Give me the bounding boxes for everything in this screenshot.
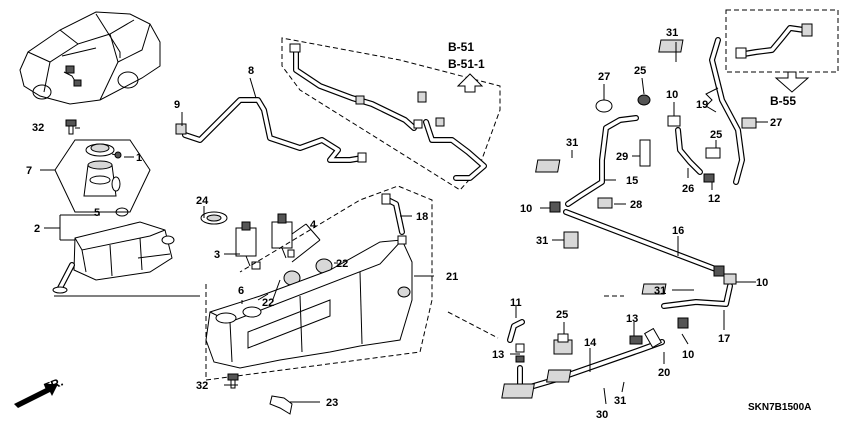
grommet-25 bbox=[553, 333, 573, 355]
part-number-label: 20 bbox=[658, 367, 670, 379]
part-number-label: 25 bbox=[556, 309, 568, 321]
reservoir-cap-assembly bbox=[54, 139, 151, 217]
part-number-label: 30 bbox=[596, 409, 608, 421]
part-number-label: 23 bbox=[326, 397, 338, 409]
part-number-label: 24 bbox=[196, 195, 209, 207]
washer-hose-b51 bbox=[289, 43, 487, 181]
front-direction-label: FR. bbox=[42, 375, 65, 395]
part-number-label: 25 bbox=[634, 65, 646, 77]
part-number-label: 17 bbox=[718, 333, 730, 345]
hose-b55 bbox=[735, 23, 813, 59]
part-number-label: 2 bbox=[34, 223, 40, 235]
bolt bbox=[227, 373, 239, 389]
part-number-label: 7 bbox=[26, 165, 32, 177]
part-number-label: 1 bbox=[136, 152, 142, 164]
part-number-label: 3 bbox=[214, 249, 220, 261]
part-number-label: 16 bbox=[672, 225, 684, 237]
part-number-label: 14 bbox=[584, 337, 597, 349]
reference-label-b55: B-55 bbox=[770, 94, 796, 108]
washer-tank-lower bbox=[52, 221, 175, 294]
clip bbox=[269, 395, 293, 415]
up-arrow-icon bbox=[456, 73, 484, 93]
part-number-label: 21 bbox=[446, 271, 458, 283]
part-number-label: 19 bbox=[696, 99, 708, 111]
pipe-16 bbox=[563, 209, 721, 273]
part-number-label: 27 bbox=[598, 71, 610, 83]
part-number-label: 8 bbox=[248, 65, 254, 77]
part-number-label: 10 bbox=[666, 89, 678, 101]
down-arrow-icon bbox=[774, 71, 810, 93]
part-number-label: 12 bbox=[708, 193, 720, 205]
part-number-label: 31 bbox=[654, 285, 666, 297]
part-number-label: 31 bbox=[536, 235, 548, 247]
part-number-label: 10 bbox=[520, 203, 532, 215]
part-number-label: 27 bbox=[770, 117, 782, 129]
part-number-label: 22 bbox=[262, 297, 274, 309]
reference-label-b51: B-51 bbox=[448, 40, 474, 54]
hose-17 bbox=[661, 273, 737, 309]
hose-26 bbox=[667, 115, 703, 175]
drawing-code: SKN7B1500A bbox=[748, 402, 811, 413]
part-number-label: 4 bbox=[310, 219, 317, 231]
dashed-tank-outline bbox=[205, 185, 433, 381]
hose-15 bbox=[565, 115, 639, 207]
part-number-label: 9 bbox=[174, 99, 180, 111]
part-number-label: 10 bbox=[756, 277, 768, 289]
part-number-label: 28 bbox=[630, 199, 642, 211]
leader-lines bbox=[54, 42, 768, 405]
reference-label-b51-1: B-51-1 bbox=[448, 57, 485, 71]
part-number-label: 5 bbox=[94, 207, 100, 219]
part-number-label: 13 bbox=[626, 313, 638, 325]
part-number-label: 29 bbox=[616, 151, 628, 163]
part-number-label: 13 bbox=[492, 349, 504, 361]
connectors bbox=[515, 94, 757, 363]
part-number-labels: 1 2 3 4 5 6 7 8 9 10 10 10 10 11 12 13 1… bbox=[26, 27, 782, 421]
washer-hose-front bbox=[175, 97, 367, 163]
hose-11 bbox=[507, 319, 525, 343]
hose-19 bbox=[709, 37, 745, 185]
washer-pumps bbox=[200, 211, 295, 270]
part-number-label: 31 bbox=[666, 27, 678, 39]
bolt bbox=[65, 119, 77, 135]
part-number-label: 6 bbox=[238, 285, 244, 297]
part-number-label: 25 bbox=[710, 129, 722, 141]
part-number-label: 10 bbox=[682, 349, 694, 361]
part-number-label: 31 bbox=[614, 395, 626, 407]
vehicle-sketch bbox=[19, 11, 161, 105]
part-number-label: 31 bbox=[566, 137, 578, 149]
part-number-label: 18 bbox=[416, 211, 428, 223]
front-direction-arrow-icon bbox=[14, 384, 58, 408]
dashed-reference-box-b55 bbox=[725, 9, 839, 73]
filler-hose bbox=[381, 193, 405, 235]
cushion-pads bbox=[501, 39, 684, 399]
part-number-label: 32 bbox=[196, 380, 208, 392]
part-number-label: 32 bbox=[32, 122, 44, 134]
washer-tank-main bbox=[205, 235, 413, 369]
part-number-label: 26 bbox=[682, 183, 694, 195]
part-number-label: 11 bbox=[510, 297, 522, 309]
part-number-label: 15 bbox=[626, 175, 638, 187]
part-number-label: 22 bbox=[336, 258, 348, 270]
pipe-14 bbox=[517, 339, 665, 393]
